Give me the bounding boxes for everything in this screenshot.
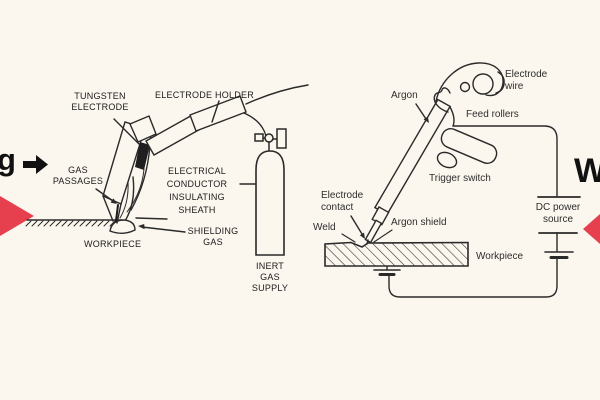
mig-workpiece-drawing [324,241,469,267]
gas-hose [243,112,267,137]
label-inert-gas-supply: INERT GAS SUPPLY [251,261,289,293]
label-dc-power-source: DC power source [535,202,581,225]
torch-collar [129,115,157,143]
cylinder-body [255,150,285,256]
gun-handle [440,128,498,164]
gas-cylinder-drawing [254,128,287,256]
label-electrode-wire: Electrode wire [505,69,548,92]
cropped-left-word: g [0,142,16,177]
label-gas-passages: GAS PASSAGES [52,165,104,186]
label-trigger-switch: Trigger switch [429,173,491,184]
circuit-drawing [373,125,581,298]
label-electrical-conductor-insulating-sheath: ELECTRICAL CONDUCTOR INSULATING SHEATH [166,166,228,215]
feed-roller-large [472,73,494,95]
mig-gun-drawing [341,62,505,245]
label-argon-shield: Argon shield [391,217,447,228]
label-electrode-holder: ELECTRODE HOLDER [155,90,255,100]
tig-torch-drawing [25,84,309,234]
feed-roller-small [459,81,471,93]
weld-pool-dome [109,219,136,234]
torch-cable [245,84,309,105]
label-feed-rollers: Feed rollers [466,109,519,120]
tig-workpiece-hatch [25,220,122,227]
label-shielding-gas: SHIELDING GAS [187,226,239,247]
red-arrow-left-icon [0,196,34,236]
cropped-right-word: W [574,152,600,190]
gun-lever [433,87,451,113]
red-arrow-right-icon [583,214,600,244]
tungsten-electrode-stripe [135,142,150,170]
black-right-arrow-icon [23,155,48,174]
torch-handle-upper [189,95,247,132]
label-weld: Weld [313,222,336,233]
label-electrode-contact: Electrode contact [321,190,364,213]
label-tungsten-electrode: TUNGSTEN ELECTRODE [71,91,129,112]
label-workpiece-tig: WORKPIECE [84,239,142,249]
label-workpiece-mig: Workpiece [476,251,524,262]
label-argon: Argon [391,90,418,101]
workpiece-hatched-block [324,241,469,267]
